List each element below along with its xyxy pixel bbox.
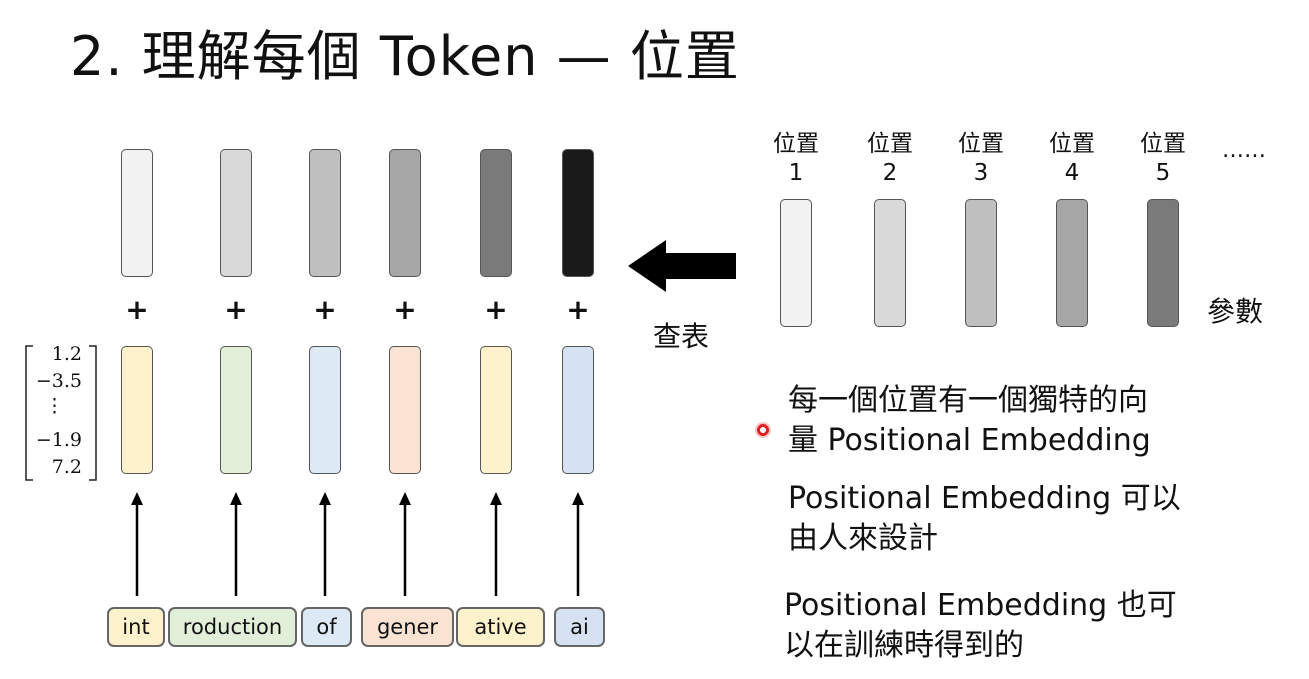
vector-value: −3.5 xyxy=(35,370,82,392)
plus-sign: + xyxy=(566,293,590,326)
position-label: 位置 2 xyxy=(855,130,925,188)
vector-value: 1.2 xyxy=(51,343,82,365)
up-arrow-icon xyxy=(230,492,242,596)
token-box: int xyxy=(107,607,165,647)
slide-title: 2. 理解每個 Token — 位置 xyxy=(70,25,740,88)
combined-vector-bar xyxy=(562,149,594,277)
position-label-word: 位置 xyxy=(1049,131,1095,157)
combined-vector-bar xyxy=(480,149,512,277)
token-embedding-bar xyxy=(220,346,252,474)
position-vector-bar xyxy=(780,199,812,327)
combined-vector-bar xyxy=(220,149,252,277)
laser-pointer-icon xyxy=(755,422,771,438)
more-positions-ellipsis: …… xyxy=(1222,138,1266,163)
token-box: roduction xyxy=(168,607,297,647)
position-label-word: 位置 xyxy=(773,131,819,157)
token-box: ative xyxy=(456,607,545,647)
plus-sign: + xyxy=(125,293,149,326)
vector-value: 7.2 xyxy=(51,456,82,478)
description-1-line1: 每一個位置有一個獨特的向 xyxy=(788,383,1148,418)
vector-ellipsis: ⋮ xyxy=(45,395,64,417)
position-label-word: 位置 xyxy=(867,131,913,157)
position-label-number: 4 xyxy=(1064,160,1080,186)
up-arrow-icon xyxy=(399,492,411,596)
position-vector-bar xyxy=(1056,199,1088,327)
token-box: of xyxy=(301,607,352,647)
token-embedding-bar xyxy=(309,346,341,474)
token-embedding-bar xyxy=(389,346,421,474)
position-label-number: 5 xyxy=(1155,160,1171,186)
vector-value: −1.9 xyxy=(35,429,82,451)
position-label-number: 1 xyxy=(788,160,804,186)
vector-example: 1.2 −3.5 ⋮ −1.9 7.2 xyxy=(22,343,102,483)
description-2-line1: Positional Embedding 可以 xyxy=(788,481,1181,516)
token-box: gener xyxy=(361,607,454,647)
plus-sign: + xyxy=(393,293,417,326)
up-arrow-icon xyxy=(490,492,502,596)
position-label: 位置 1 xyxy=(761,130,831,188)
token-embedding-bar xyxy=(562,346,594,474)
lookup-label: 查表 xyxy=(653,320,710,353)
description-1-line2: 量 Positional Embedding xyxy=(788,423,1151,458)
position-label-number: 2 xyxy=(882,160,898,186)
position-label-number: 3 xyxy=(973,160,989,186)
position-label: 位置 3 xyxy=(946,130,1016,188)
position-vector-bar xyxy=(965,199,997,327)
up-arrow-icon xyxy=(572,492,584,596)
up-arrow-icon xyxy=(131,492,143,596)
token-embedding-bar xyxy=(121,346,153,474)
params-label: 參數 xyxy=(1207,295,1264,328)
description-3-line1: Positional Embedding 也可 xyxy=(784,588,1177,623)
plus-sign: + xyxy=(313,293,337,326)
combined-vector-bar xyxy=(389,149,421,277)
position-label-word: 位置 xyxy=(958,131,1004,157)
description-3-line2: 以在訓練時得到的 xyxy=(784,628,1024,663)
position-vector-bar xyxy=(874,199,906,327)
position-vector-bar xyxy=(1147,199,1179,327)
combined-vector-bar xyxy=(309,149,341,277)
lookup-arrow-icon xyxy=(628,240,736,292)
plus-sign: + xyxy=(484,293,508,326)
vector-brackets xyxy=(25,345,97,481)
token-embedding-bar xyxy=(480,346,512,474)
token-box: ai xyxy=(554,607,605,647)
description-2-line2: 由人來設計 xyxy=(788,521,938,556)
position-label: 位置 4 xyxy=(1037,130,1107,188)
position-label-word: 位置 xyxy=(1140,131,1186,157)
up-arrow-icon xyxy=(319,492,331,596)
plus-sign: + xyxy=(224,293,248,326)
combined-vector-bar xyxy=(121,149,153,277)
position-label: 位置 5 xyxy=(1128,130,1198,188)
